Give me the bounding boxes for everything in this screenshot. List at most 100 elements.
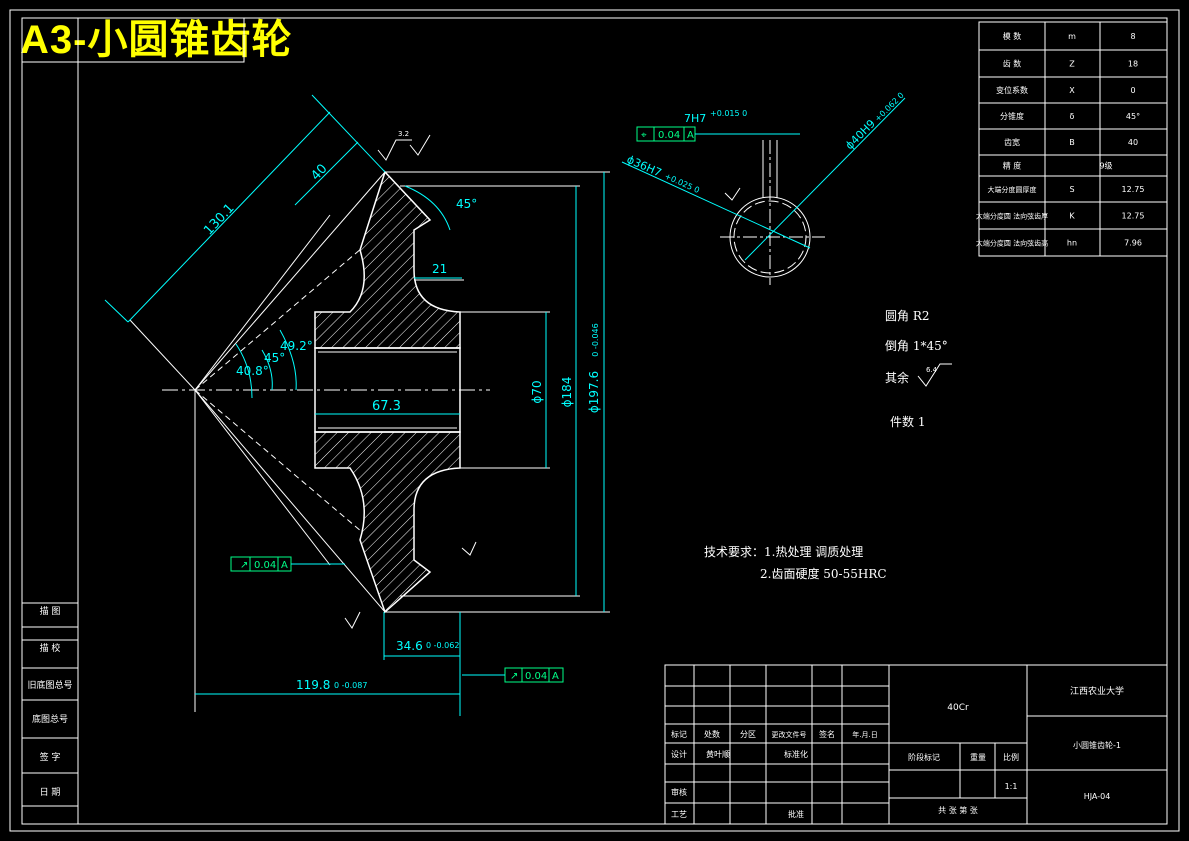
dimensions: 130.1 40 45° 21 67.3 ϕ70 ϕ184 ϕ197.6 0 -…	[104, 94, 605, 716]
param-value: 45°	[1126, 112, 1140, 121]
dim-7h7: 7H7	[684, 112, 706, 125]
side-label-2: 描 校	[40, 642, 61, 654]
gear-parameter-table	[978, 21, 1168, 257]
note-rest: 其余	[885, 370, 909, 385]
tb-sign: 签名	[819, 729, 835, 739]
param-symbol: X	[1069, 86, 1075, 95]
tb-design: 设计	[671, 749, 687, 759]
param-name: 大端分度圆 法向弦齿厚	[976, 212, 1048, 221]
dim-119: 119.8	[296, 678, 330, 692]
param-name: 精 度	[1003, 161, 1022, 171]
tb-sheets: 共 张 第 张	[938, 805, 978, 815]
hatched-section-upper	[314, 170, 461, 349]
dim-21: 21	[432, 262, 447, 276]
param-name: 分锥度	[1000, 111, 1024, 121]
param-name: 模 数	[1003, 31, 1022, 41]
tb-zone: 分区	[740, 730, 756, 739]
side-label-3: 旧底图总号	[27, 679, 72, 691]
dim-phi40: ϕ40H9	[843, 117, 878, 152]
hub-end-view: 7H7 +0.015 0 ϕ36H7 +0.025 0 ϕ40H9 +0.062…	[621, 91, 906, 285]
tb-scale: 1:1	[1005, 782, 1018, 791]
param-symbol: δ	[1070, 112, 1075, 121]
title-box	[21, 17, 245, 63]
param-value: 8	[1130, 32, 1135, 41]
note-fillet: 圆角 R2	[885, 309, 930, 323]
note-count: 件数 1	[890, 414, 925, 429]
tb-part-name: 小圆锥齿轮-1	[1073, 740, 1121, 750]
param-name: 齿宽	[1004, 137, 1020, 147]
param-name: 齿 数	[1003, 59, 1022, 69]
outer-frame	[9, 9, 1180, 832]
tb-count: 处数	[704, 729, 720, 739]
tb-designer: 黄叶顺	[706, 749, 730, 759]
svg-text:⌖: ⌖	[641, 130, 647, 141]
tb-doc: 更改文件号	[772, 730, 807, 739]
dim-40: 40	[308, 161, 330, 183]
tb-std: 标准化	[784, 749, 808, 759]
side-label-table: 描 图 描 校 旧底图总号 底图总号 签 字 日 期	[22, 602, 78, 807]
note-rest-roughness: 6.4	[926, 366, 938, 374]
param-symbol: B	[1069, 138, 1075, 147]
side-label-1: 描 图	[40, 605, 61, 617]
svg-text:↗: ↗	[240, 560, 248, 571]
tolerance-frame-1: ↗ 0.04 A	[230, 556, 345, 572]
inner-frame	[21, 17, 1168, 825]
notes: 圆角 R2 倒角 1*45° 其余 6.4 件数 1 技术要求：1.热处理 调质…	[704, 309, 952, 581]
dim-phi70: ϕ70	[530, 380, 544, 403]
tolerance-frame-3: ⌖ 0.04 A	[636, 126, 782, 142]
param-value: 40	[1128, 138, 1138, 147]
param-value: 12.75	[1122, 212, 1145, 221]
tb-scale-label: 比例	[1003, 752, 1019, 762]
hatched-section-lower	[314, 431, 461, 614]
dim-angle-49: 49.2°	[280, 339, 313, 353]
dim-angle-45-top: 45°	[456, 197, 477, 211]
dim-34: 34.6	[396, 639, 423, 653]
tb-mark: 标记	[671, 729, 687, 739]
dim-130: 130.1	[201, 201, 237, 238]
dim-phi36: ϕ36H7	[625, 153, 664, 180]
param-value: 7.96	[1124, 239, 1142, 248]
tolerance-value-2: 0.04	[525, 671, 547, 682]
param-value: 12.75	[1122, 185, 1145, 194]
param-value: 18	[1128, 60, 1138, 69]
note-tech-1: 技术要求：1.热处理 调质处理	[704, 545, 863, 559]
param-name: 变位系数	[996, 85, 1028, 95]
tb-date: 年.月.日	[852, 730, 877, 739]
tolerance-frame-2: ↗ 0.04 A	[462, 667, 564, 683]
dim-angle-45: 45°	[264, 351, 285, 365]
param-symbol: m	[1068, 32, 1076, 41]
title-block: 标记 处数 分区 更改文件号 签名 年.月.日 设计 黄叶顺 标准化 审核 工艺…	[664, 664, 1168, 825]
tb-weight: 重量	[970, 752, 986, 762]
dim-phi184: ϕ184	[560, 377, 574, 408]
param-value: 9级	[1099, 161, 1112, 171]
tb-craft: 工艺	[671, 810, 687, 819]
tb-material: 40Cr	[947, 703, 969, 713]
param-symbol: S	[1069, 185, 1074, 194]
note-chamfer: 倒角 1*45°	[885, 339, 948, 353]
dim-angle-40: 40.8°	[236, 364, 269, 378]
param-symbol: K	[1069, 212, 1075, 221]
tb-school: 江西农业大学	[1070, 685, 1124, 697]
dim-phi197-tol: 0 -0.046	[591, 323, 600, 356]
side-label-5: 签 字	[40, 751, 61, 763]
roughness-label-1: 3.2	[398, 130, 409, 138]
dim-67: 67.3	[372, 399, 401, 414]
param-name: 大端分度圆 法向弦齿高	[976, 239, 1048, 248]
tb-review: 审核	[671, 787, 687, 797]
dim-phi40-tol: +0.062 0	[873, 91, 906, 124]
dim-119-tol: 0 -0.087	[334, 681, 367, 690]
tb-stage: 阶段标记	[908, 752, 940, 762]
side-label-4: 底图总号	[32, 713, 68, 725]
tolerance-value-3: 0.04	[658, 130, 680, 141]
dim-phi197: ϕ197.6	[587, 371, 601, 413]
roughness-symbols: 3.2	[344, 130, 741, 629]
tolerance-value-1: 0.04	[254, 560, 276, 571]
param-symbol: Z	[1069, 60, 1075, 69]
tolerance-datum-3: A	[687, 130, 694, 141]
param-value: 0	[1130, 86, 1135, 95]
drawing-title: A3-小圆锥齿轮	[20, 18, 293, 62]
tb-drawing-no: HJA-04	[1084, 792, 1111, 801]
tb-approve: 批准	[788, 809, 804, 819]
